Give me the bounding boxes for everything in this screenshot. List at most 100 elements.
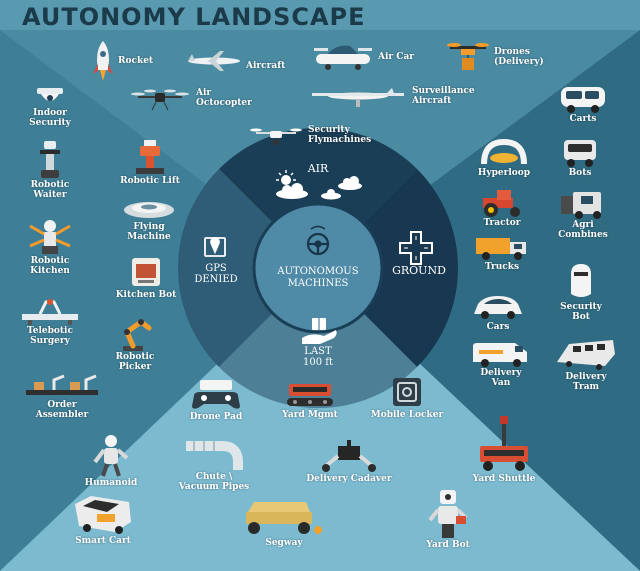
item-chute-vacuum-pipes: Chute \ Vacuum Pipes [164, 440, 264, 492]
yard-mgmt-icon [287, 384, 333, 406]
rocket-icon [93, 41, 113, 81]
item-order-assembler: Order Assembler [12, 374, 112, 420]
security-bot-icon [571, 264, 591, 297]
item-yard-mgmt: Yard Mgmt [270, 380, 350, 420]
item-label: Drone Pad [189, 412, 243, 422]
item-smart-cart: Smart Cart [58, 492, 148, 546]
drone-pad-icon [192, 380, 240, 409]
item-rocket: Rocket [92, 40, 172, 82]
page-title: AUTONOMY LANDSCAPE [22, 3, 366, 31]
telebotic-surgery-icon [22, 299, 78, 325]
segway-icon [246, 502, 322, 534]
item-yard-shuttle: Yard Shuttle [454, 414, 554, 484]
item-label: Robotic Waiter [30, 180, 70, 200]
item-label: Carts [569, 114, 597, 124]
item-drone-pad: Drone Pad [176, 378, 256, 422]
wheel-label-air: AIR [307, 162, 329, 175]
bot-icon [564, 140, 596, 167]
item-label: Trucks [484, 262, 520, 272]
tractor-icon [483, 190, 520, 217]
item-tractor: Tractor [462, 188, 542, 228]
item-label: Yard Mgmt [282, 410, 338, 420]
item-label: Delivery Van [480, 368, 522, 388]
item-cars: Cars [456, 292, 540, 332]
wheel-segment-ground [318, 169, 459, 367]
gps-wedge [0, 30, 318, 571]
item-label: Kitchen Bot [115, 290, 177, 300]
item-kitchen-bot: Kitchen Bot [98, 254, 194, 300]
item-bots: Bots [540, 136, 620, 178]
truck-icon [476, 238, 526, 260]
delivery-cadaver-icon [322, 440, 376, 472]
item-label: Yard Bot [426, 540, 470, 550]
vacuum-pipe-icon [186, 441, 243, 470]
item-segway: Segway [234, 498, 334, 548]
aircraft-icon [188, 51, 240, 71]
security-camera-icon [37, 88, 63, 101]
octocopter-icon [131, 89, 189, 111]
yard-shuttle-icon [480, 416, 528, 471]
robotic-waiter-icon [40, 141, 60, 178]
item-humanoid: Humanoid [66, 434, 156, 488]
robotic-picker-icon [123, 318, 152, 351]
item-label: Flying Machine [127, 222, 171, 242]
item-drones-delivery: Drones (Delivery) [446, 40, 556, 74]
item-surveillance-aircraft: Surveillance Aircraft [310, 82, 480, 110]
item-air-octocopter: Air Octocopter [130, 84, 280, 112]
kitchen-bot-icon [132, 258, 160, 286]
item-label: Segway [265, 538, 303, 548]
air-car-icon [314, 45, 372, 70]
item-label: Indoor Security [29, 108, 71, 128]
wheel-segment-gps [177, 169, 318, 367]
item-delivery-tram: Delivery Tram [546, 336, 626, 392]
robotic-kitchen-icon [29, 220, 71, 254]
item-label: Agri Combines [558, 220, 608, 240]
delivery-van-icon [473, 343, 527, 367]
flying-machine-icon [124, 202, 174, 218]
sun-clouds-icon [276, 170, 362, 200]
item-label: Tractor [483, 218, 521, 228]
delivery-drone-icon [447, 43, 489, 70]
item-trucks: Trucks [460, 234, 544, 272]
item-robotic-waiter: Robotic Waiter [10, 140, 90, 200]
wheel-label-ground: GROUND [392, 264, 446, 277]
item-mobile-locker: Mobile Locker [362, 376, 452, 420]
item-label: Air Octocopter [196, 88, 252, 108]
item-label: Telebotic Surgery [27, 326, 73, 346]
item-delivery-cadaver: Delivery Cadaver [294, 438, 404, 484]
item-label: Humanoid [84, 478, 138, 488]
robotic-lift-icon [136, 140, 164, 174]
last-wedge [0, 268, 640, 571]
car-icon [474, 296, 522, 319]
item-indoor-security: Indoor Security [10, 86, 90, 128]
item-label: Robotic Picker [115, 352, 155, 372]
combine-icon [561, 192, 601, 219]
map-pin-icon [204, 237, 226, 257]
mobile-locker-icon [393, 378, 421, 406]
ground-wedge [318, 30, 640, 571]
item-security-flymachines: Security Flymachines [250, 122, 380, 148]
steering-wheel-icon [306, 225, 330, 256]
item-label: Security Bot [560, 302, 602, 322]
item-robotic-lift: Robotic Lift [105, 138, 195, 186]
wheel-label-last: LAST 100 ft [303, 346, 333, 368]
wheel-center [252, 202, 384, 334]
wheel-label-gps: GPS DENIED [194, 263, 238, 285]
item-label: Robotic Kitchen [30, 256, 70, 276]
item-label: Mobile Locker [370, 410, 444, 420]
item-aircraft: Aircraft [186, 50, 296, 72]
item-agri-combines: Agri Combines [538, 190, 628, 240]
item-label: Delivery Tram [565, 372, 607, 392]
hand-package-icon [302, 318, 337, 344]
item-label: Order Assembler [35, 400, 89, 420]
humanoid-icon [93, 435, 129, 477]
item-label: Delivery Cadaver [306, 474, 392, 484]
wheel-center-label: AUTONOMOUS MACHINES [277, 266, 359, 289]
item-label: Security Flymachines [308, 125, 372, 145]
item-robotic-picker: Robotic Picker [90, 316, 180, 372]
item-label: Drones (Delivery) [494, 47, 544, 67]
delivery-tram-icon [557, 340, 615, 370]
item-label: Rocket [118, 56, 154, 66]
item-label: Air Car [378, 52, 415, 62]
